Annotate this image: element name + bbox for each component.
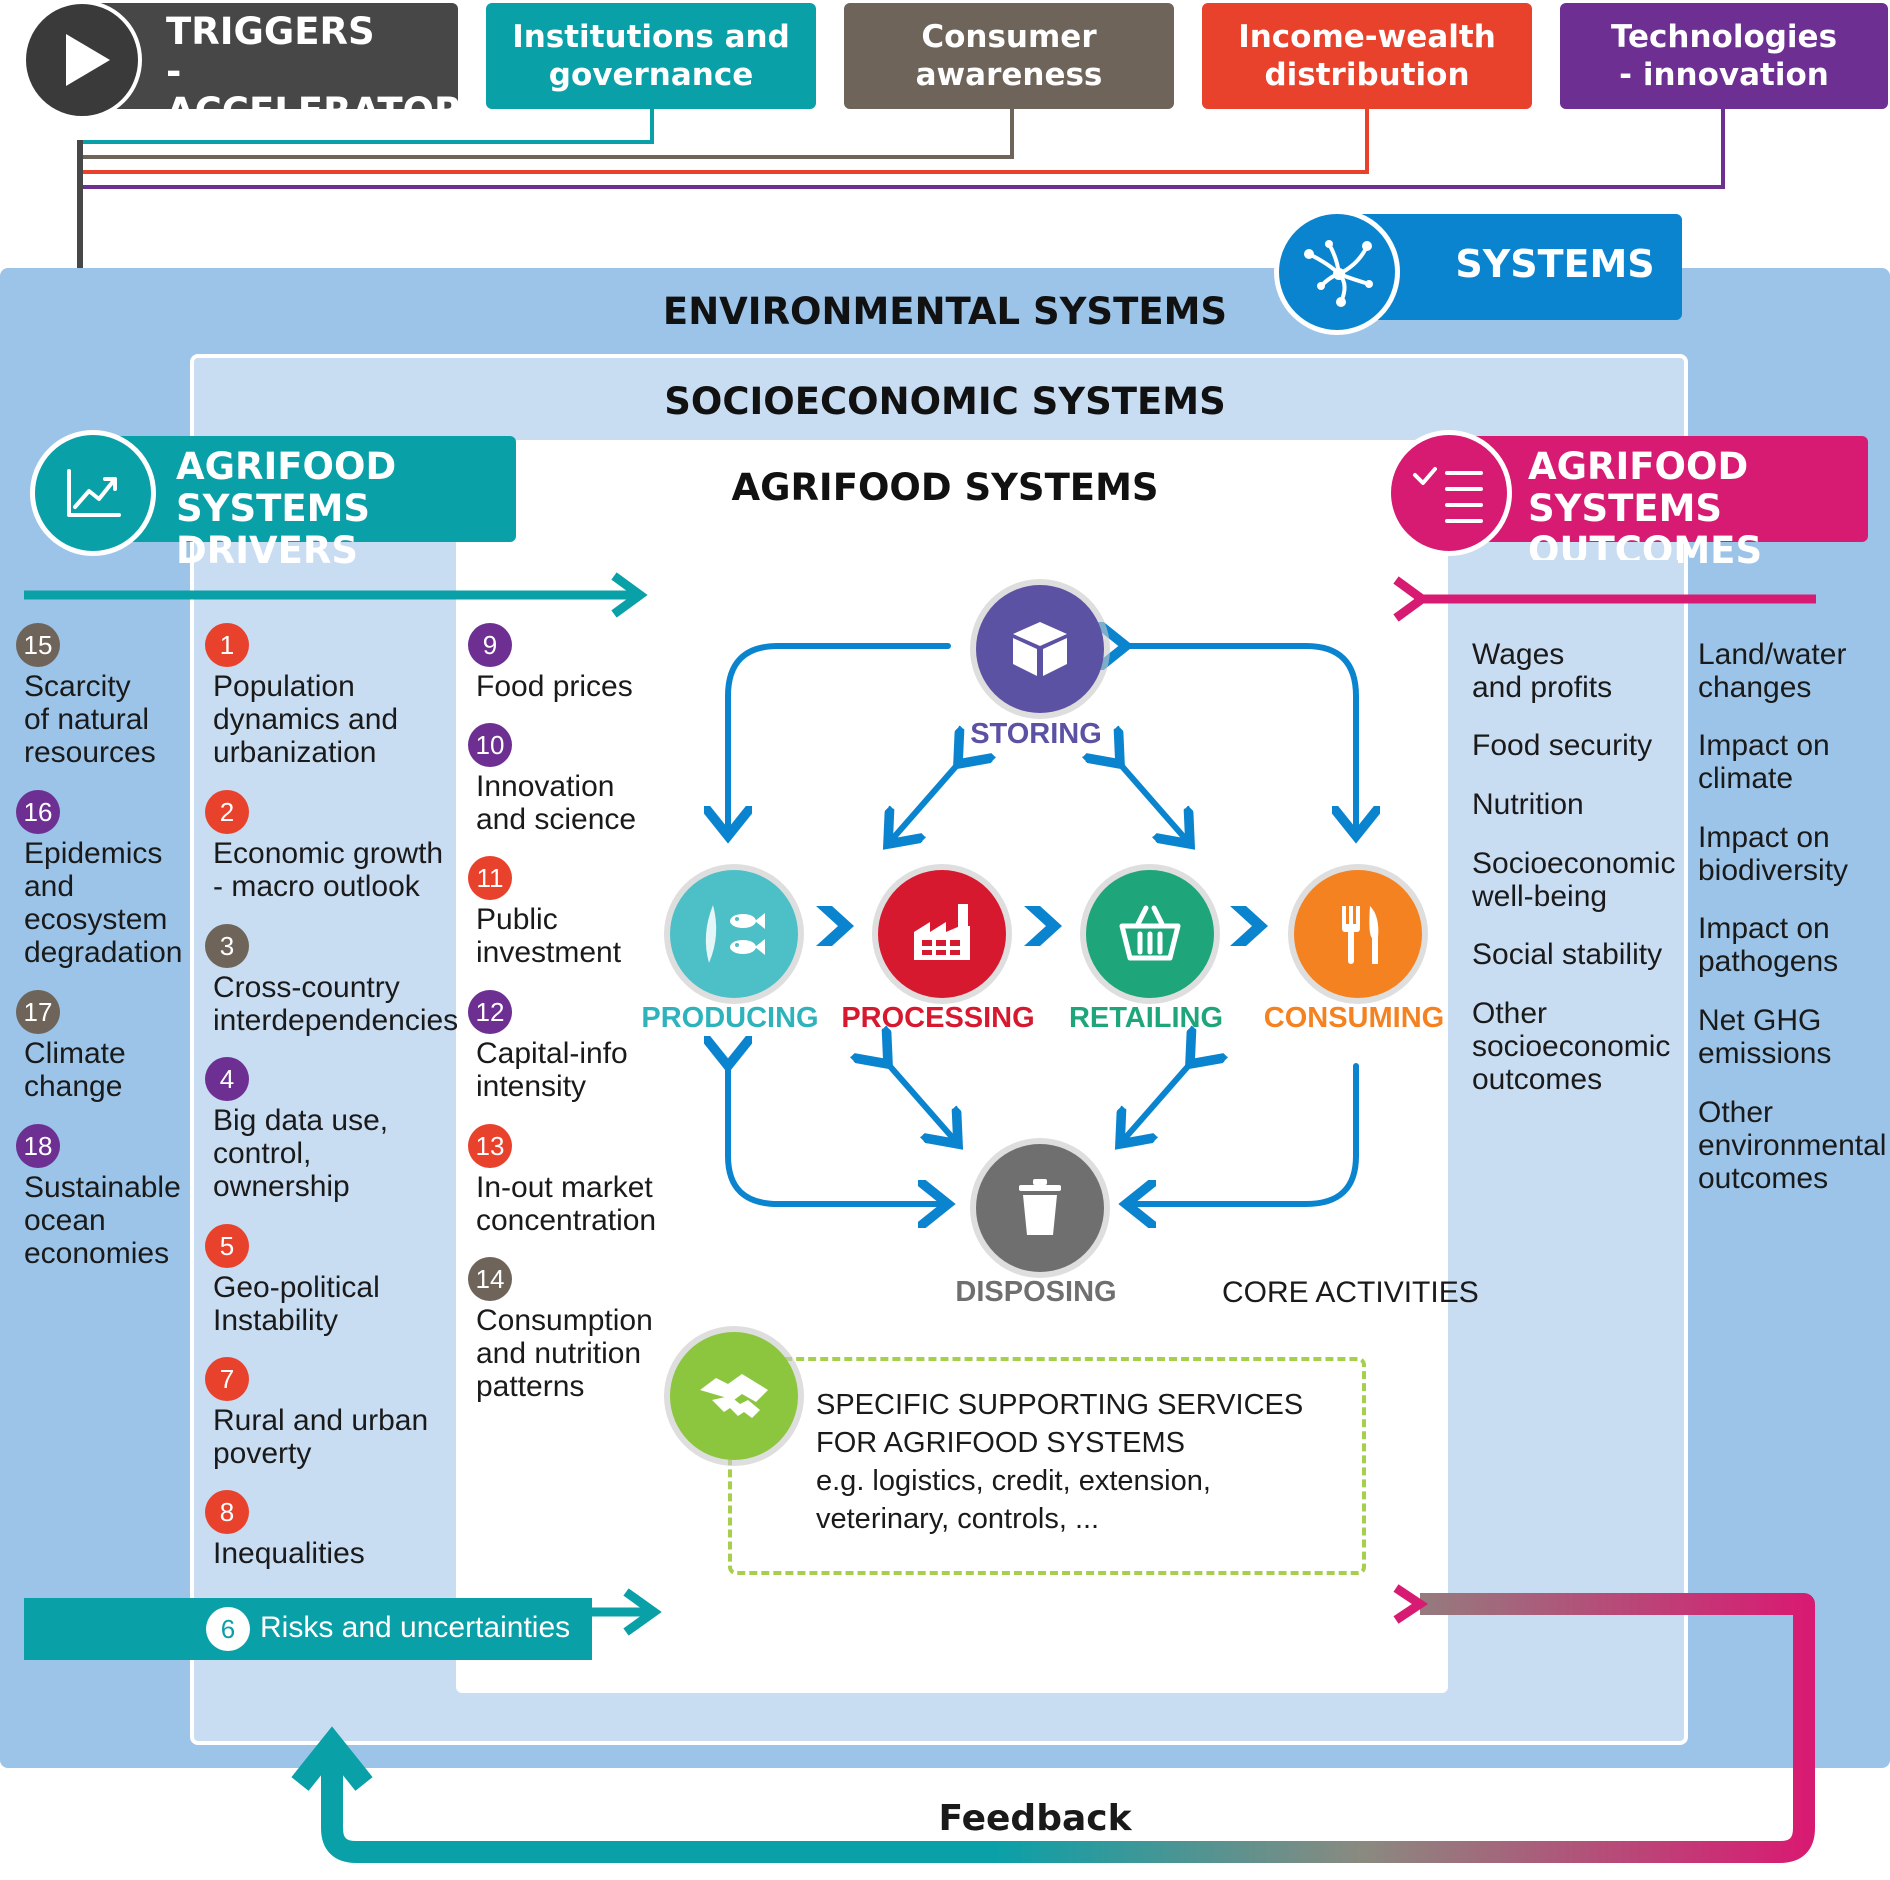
disposing-label: DISPOSING <box>955 1276 1117 1308</box>
driver-number: 5 <box>205 1224 249 1268</box>
driver-label: Economic growth - macro outlook <box>213 837 444 903</box>
outcomes-title: AGRIFOOD SYSTEMS OUTCOMES <box>1528 445 1763 572</box>
outcome-socio-3: Socioeconomic well-being <box>1472 847 1676 913</box>
driver-label: Climate change <box>24 1037 126 1103</box>
outcomes-icon <box>1386 430 1512 556</box>
storing-icon <box>976 585 1104 713</box>
driver-label: Epidemics and ecosystem degradation <box>24 837 183 969</box>
trigger-technologies: Technologies - innovation <box>1560 3 1888 109</box>
outcome-socio-2: Nutrition <box>1472 788 1584 821</box>
driver-label: Public investment <box>476 903 622 969</box>
processing-icon <box>878 870 1006 998</box>
services-examples: e.g. logistics, credit, extension, veter… <box>816 1465 1211 1535</box>
outcome-env-3: Impact on pathogens <box>1698 912 1839 978</box>
driver-number: 8 <box>205 1490 249 1534</box>
outcome-env-1: Impact on climate <box>1698 729 1830 795</box>
risks-bar <box>24 1598 592 1660</box>
driver-number: 15 <box>16 623 60 667</box>
outcome-env-2: Impact on biodiversity <box>1698 821 1849 887</box>
trigger-institutions-label: Institutions and governance <box>512 19 790 93</box>
consuming-label: CONSUMING <box>1263 1002 1445 1034</box>
agrifood-systems-title: AGRIFOOD SYSTEMS <box>731 466 1159 509</box>
driver-number: 12 <box>468 990 512 1034</box>
outcome-env-4: Net GHG emissions <box>1698 1004 1832 1070</box>
risks-arrow <box>590 1588 662 1636</box>
driver-label: Consumption and nutrition patterns <box>476 1304 653 1403</box>
producing-label: PRODUCING <box>641 1002 819 1034</box>
trigger-income: Income-wealth distribution <box>1202 3 1532 109</box>
driver-number: 11 <box>468 856 512 900</box>
outcome-socio-4: Social stability <box>1472 938 1663 971</box>
feedback-label: Feedback <box>938 1798 1132 1839</box>
driver-label: Innovation and science <box>476 770 637 836</box>
trigger-institutions: Institutions and governance <box>486 3 816 109</box>
risks-number: 6 <box>206 1607 250 1651</box>
services-box <box>728 1357 1366 1575</box>
outcomes-arrow <box>1393 576 1816 622</box>
storing-label: STORING <box>970 718 1102 750</box>
drivers-arrow <box>24 572 648 618</box>
driver-number: 9 <box>468 623 512 667</box>
outcome-socio-1: Food security <box>1472 729 1653 762</box>
driver-label: Capital-info intensity <box>476 1037 628 1103</box>
driver-label: Food prices <box>476 670 633 703</box>
core-activities-label: CORE ACTIVITIES <box>1222 1276 1479 1309</box>
driver-label: Scarcity of natural resources <box>24 670 156 769</box>
drivers-icon <box>30 430 156 556</box>
retailing-icon <box>1086 870 1214 998</box>
risks-label: Risks and uncertainties <box>260 1611 571 1644</box>
outcome-env-0: Land/water changes <box>1698 638 1847 704</box>
outcome-socio-5: Other socioeconomic outcomes <box>1472 997 1671 1096</box>
trigger-income-label: Income-wealth distribution <box>1238 19 1496 93</box>
driver-number: 16 <box>16 790 60 834</box>
driver-number: 3 <box>205 924 249 968</box>
drivers-title: AGRIFOOD SYSTEMS DRIVERS <box>176 445 397 572</box>
driver-number: 10 <box>468 723 512 767</box>
socioeconomic-systems-title: SOCIOECONOMIC SYSTEMS <box>664 380 1226 423</box>
triggers-main-label: TRIGGERS - ACCELERATORS <box>166 10 490 133</box>
disposing-icon <box>976 1144 1104 1272</box>
driver-label: Sustainable ocean economies <box>24 1171 181 1270</box>
driver-label: Big data use, control, ownership <box>213 1104 389 1203</box>
play-icon <box>22 0 142 120</box>
outcome-socio-0: Wages and profits <box>1472 638 1613 704</box>
systems-badge-label: SYSTEMS <box>1455 242 1655 286</box>
trigger-consumer-label: Consumer awareness <box>915 19 1103 93</box>
driver-number: 2 <box>205 790 249 834</box>
driver-number: 18 <box>16 1124 60 1168</box>
driver-label: Inequalities <box>213 1537 365 1570</box>
services-icon <box>670 1332 798 1460</box>
driver-number: 13 <box>468 1124 512 1168</box>
driver-label: Cross-country interdependencies <box>213 971 459 1037</box>
consuming-icon <box>1294 870 1422 998</box>
driver-number: 7 <box>205 1357 249 1401</box>
outcome-env-5: Other environmental outcomes <box>1698 1096 1887 1195</box>
driver-label: Geo-political Instability <box>213 1271 380 1337</box>
driver-number: 17 <box>16 990 60 1034</box>
processing-label: PROCESSING <box>841 1002 1035 1034</box>
systems-icon <box>1274 209 1400 335</box>
environmental-systems-title: ENVIRONMENTAL SYSTEMS <box>662 290 1228 333</box>
drivers-header <box>90 436 516 542</box>
trigger-connectors <box>63 109 1725 329</box>
driver-label: In-out market concentration <box>476 1171 657 1237</box>
driver-label: Population dynamics and urbanization <box>213 670 399 769</box>
driver-number: 14 <box>468 1257 512 1301</box>
trigger-consumer: Consumer awareness <box>844 3 1174 109</box>
producing-icon <box>670 870 798 998</box>
driver-number: 4 <box>205 1057 249 1101</box>
trigger-technologies-label: Technologies - innovation <box>1610 19 1838 93</box>
services-title: SPECIFIC SUPPORTING SERVICES FOR AGRIFOO… <box>816 1389 1304 1459</box>
outcomes-column-bg <box>1448 560 1678 1600</box>
retailing-label: RETAILING <box>1068 1002 1224 1034</box>
driver-number: 1 <box>205 623 249 667</box>
driver-label: Rural and urban poverty <box>213 1404 429 1470</box>
